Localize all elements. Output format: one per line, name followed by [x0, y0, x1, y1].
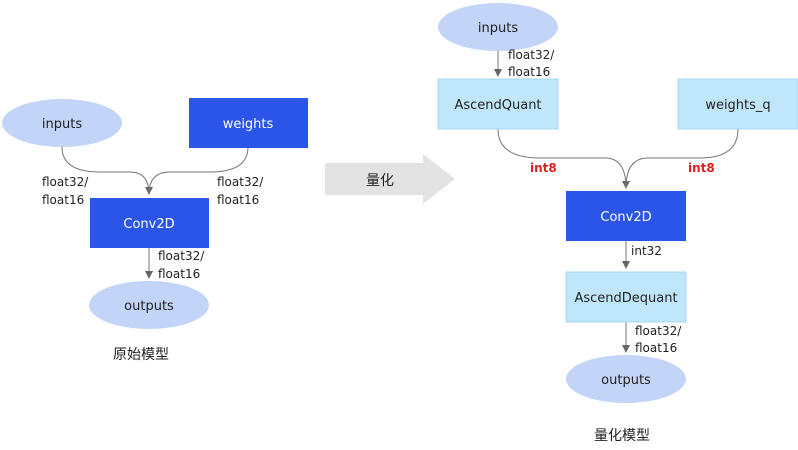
- original-model-caption: 原始模型: [113, 347, 169, 363]
- edge-label-outputs-line2: float16: [158, 267, 200, 281]
- edge-label-q-outputs-line1: float32/: [635, 324, 682, 338]
- weights-q-node: weights_q: [677, 78, 798, 130]
- original-model-group: inputs weights Conv2D outputs float32/ f…: [2, 98, 308, 363]
- weights-q-label: weights_q: [705, 98, 770, 113]
- edge-label-q-inputs-line2: float16: [508, 65, 550, 79]
- edge-inputs-to-conv: [61, 146, 153, 195]
- ascend-dequant-label: AscendDequant: [574, 291, 677, 306]
- edge-label-conv-int32: int32: [631, 244, 662, 258]
- edge-quant-to-conv: [497, 128, 630, 189]
- edge-label-inputs-line1: float32/: [42, 175, 89, 189]
- original-inputs-node: inputs: [2, 99, 122, 147]
- original-conv2d-node: Conv2D: [90, 198, 209, 248]
- edge-label-q-outputs-line2: float16: [635, 341, 677, 355]
- ascend-quant-node: AscendQuant: [437, 78, 559, 130]
- quantized-model-caption: 量化模型: [594, 428, 650, 444]
- transition-label: 量化: [366, 173, 394, 189]
- quantized-model-group: inputs AscendQuant weights_q Conv2D Asce…: [437, 3, 798, 444]
- original-inputs-label: inputs: [42, 117, 82, 132]
- edge-label-q-inputs-line1: float32/: [508, 48, 555, 62]
- original-outputs-label: outputs: [124, 299, 174, 314]
- edge-label-outputs-line1: float32/: [158, 249, 205, 263]
- edge-weights-to-conv: [148, 146, 249, 195]
- quantized-outputs-label: outputs: [601, 373, 651, 388]
- quantized-conv2d-label: Conv2D: [600, 210, 651, 225]
- edge-label-weights-line1: float32/: [217, 175, 264, 189]
- original-conv2d-label: Conv2D: [123, 217, 174, 232]
- original-weights-label: weights: [223, 117, 274, 132]
- edge-label-quant-int8: int8: [530, 161, 557, 175]
- ascend-quant-label: AscendQuant: [454, 98, 541, 113]
- edge-label-weights-int8: int8: [688, 161, 715, 175]
- original-weights-node: weights: [189, 98, 308, 148]
- original-outputs-node: outputs: [89, 281, 209, 329]
- quantize-transition-arrow: 量化: [325, 154, 455, 204]
- quantized-inputs-label: inputs: [478, 21, 518, 36]
- quantized-conv2d-node: Conv2D: [566, 191, 686, 241]
- edge-weights-q-to-conv: [625, 128, 739, 189]
- edge-label-weights-line2: float16: [217, 193, 259, 207]
- ascend-dequant-node: AscendDequant: [565, 271, 687, 323]
- edge-label-inputs-line2: float16: [42, 193, 84, 207]
- quantized-inputs-node: inputs: [438, 3, 558, 51]
- quantized-outputs-node: outputs: [566, 355, 686, 403]
